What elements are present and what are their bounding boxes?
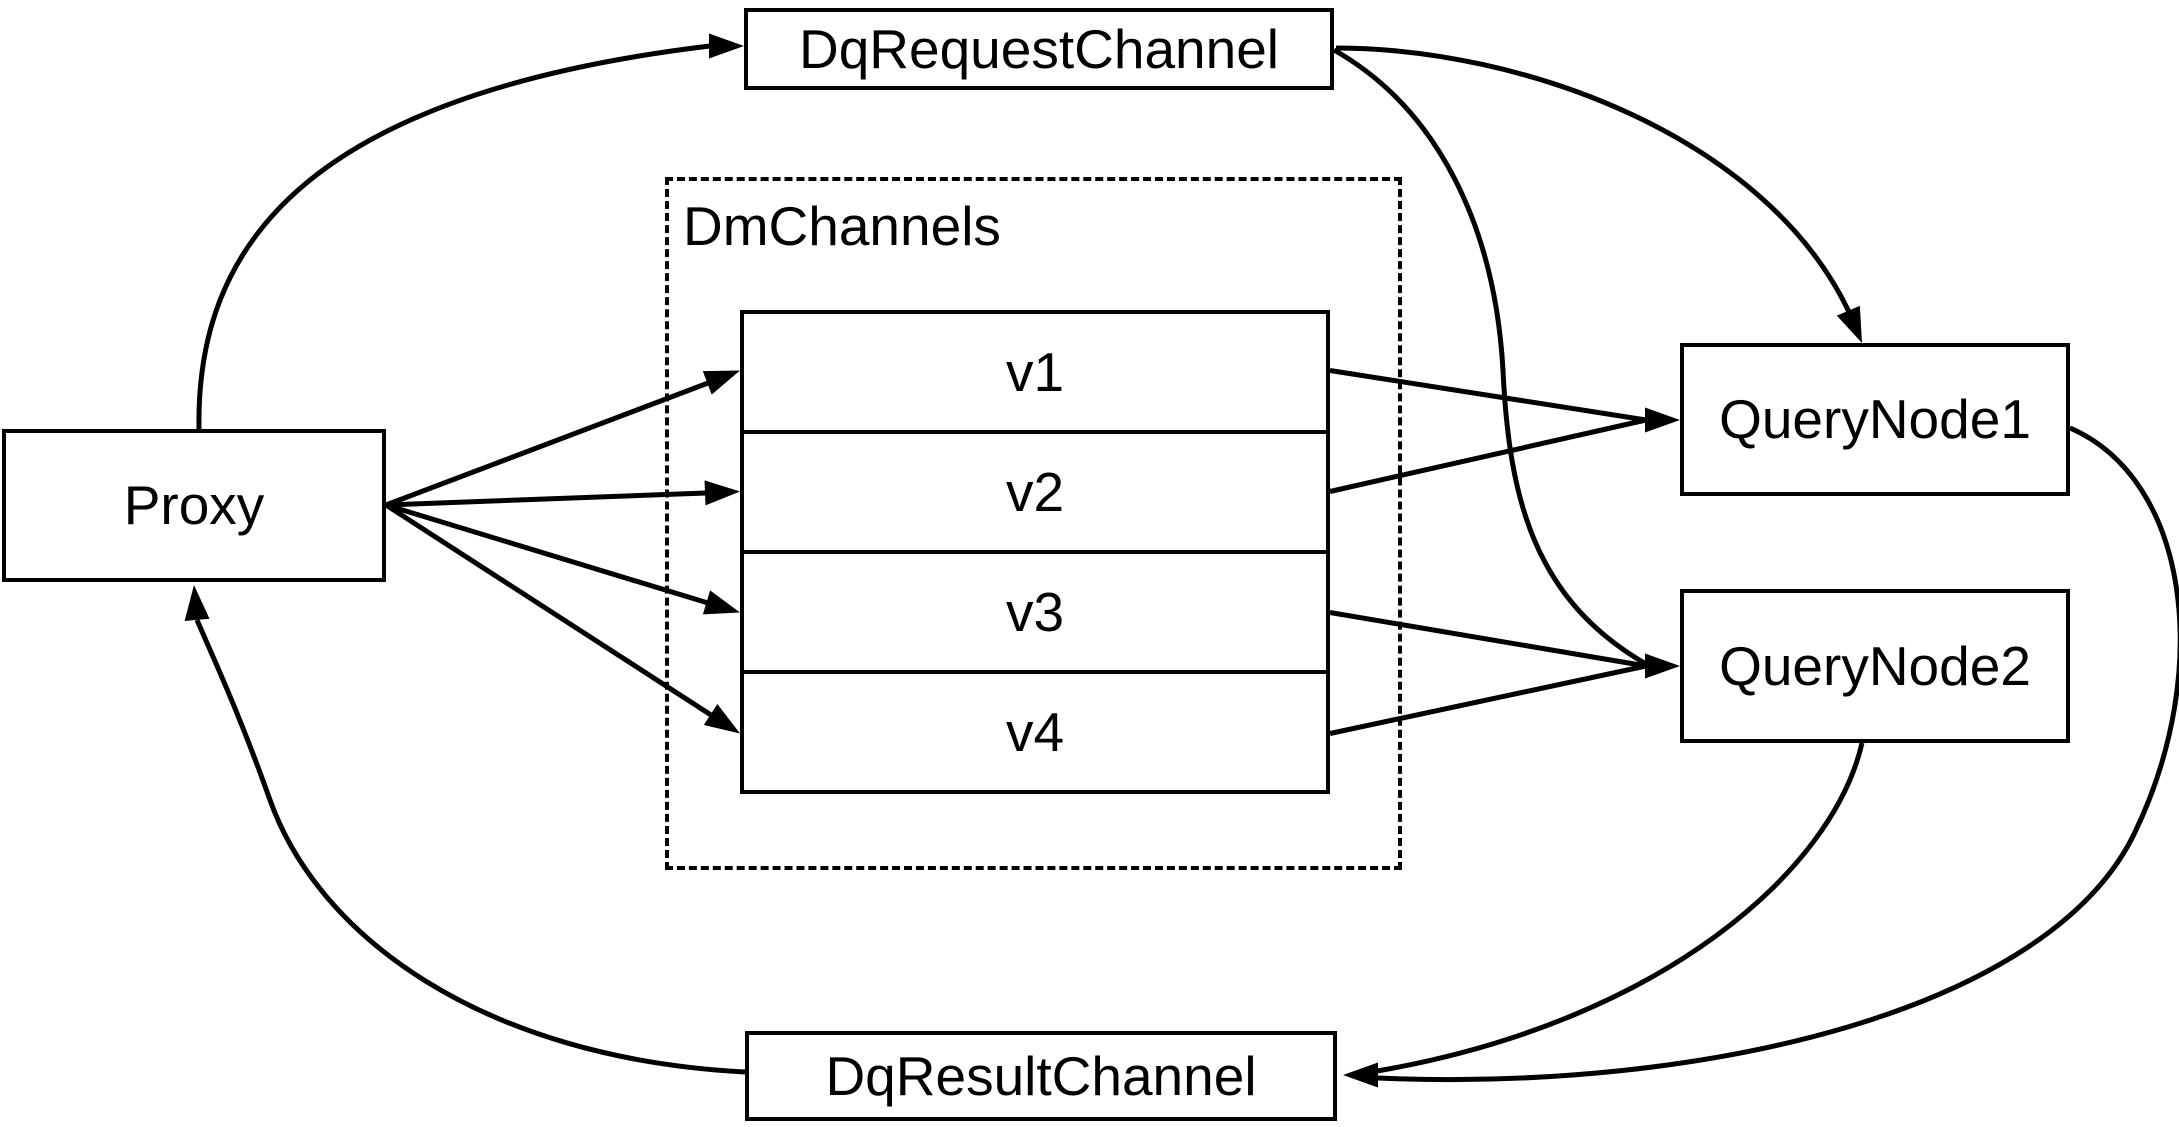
- channel-row-v1-label: v1: [1005, 340, 1065, 403]
- node-dq-request-channel-label: DqRequestChannel: [798, 17, 1280, 80]
- edge-proxy-to-dq-request-channel: [196, 43, 711, 430]
- edge-query-node-1-to-dq-result-channel: [1376, 425, 2179, 1083]
- edge-proxy-to-v1: [385, 380, 709, 508]
- channel-row-v3-label: v3: [1005, 580, 1065, 643]
- channel-row-v3: v3: [744, 550, 1326, 670]
- channel-row-v2-label: v2: [1005, 460, 1065, 523]
- channel-row-v2: v2: [744, 430, 1326, 550]
- channel-row-v4-label: v4: [1005, 700, 1065, 763]
- edge-query-node-2-to-dq-result-channel: [1376, 742, 1865, 1074]
- edge-proxy-to-v2: [385, 490, 707, 508]
- node-dq-result-channel-label: DqResultChannel: [825, 1044, 1257, 1107]
- arrowhead-into-proxy: [184, 585, 210, 621]
- channel-row-v1: v1: [744, 314, 1326, 430]
- dm-channels-group-label: DmChannels: [683, 195, 1001, 257]
- node-dq-request-channel: DqRequestChannel: [744, 8, 1334, 90]
- node-query-node-1-label: QueryNode1: [1719, 388, 2031, 450]
- node-query-node-2-label: QueryNode2: [1719, 634, 2031, 697]
- channel-row-v4: v4: [744, 670, 1326, 790]
- arrowhead-into-query-node-1-left: [1645, 407, 1680, 433]
- arrowhead-into-dq-request-channel: [709, 33, 744, 59]
- node-proxy: Proxy: [2, 429, 386, 582]
- node-query-node-2: QueryNode2: [1680, 589, 2070, 743]
- edge-proxy-to-v4: [384, 502, 713, 718]
- node-dq-result-channel: DqResultChannel: [745, 1031, 1337, 1121]
- edge-dq-result-channel-to-proxy: [194, 619, 746, 1075]
- node-proxy-label: Proxy: [123, 474, 265, 536]
- node-query-node-1: QueryNode1: [1680, 343, 2070, 496]
- edge-dq-request-channel-to-query-node-1: [1335, 45, 1852, 314]
- arrowhead-into-dq-result-channel: [1343, 1062, 1378, 1088]
- arrowhead-into-query-node-1-top: [1836, 305, 1862, 343]
- arrowhead-into-query-node-2-left: [1645, 653, 1680, 679]
- dm-channels-table: v1 v2 v3 v4: [740, 310, 1330, 794]
- edge-proxy-to-v3: [385, 502, 709, 606]
